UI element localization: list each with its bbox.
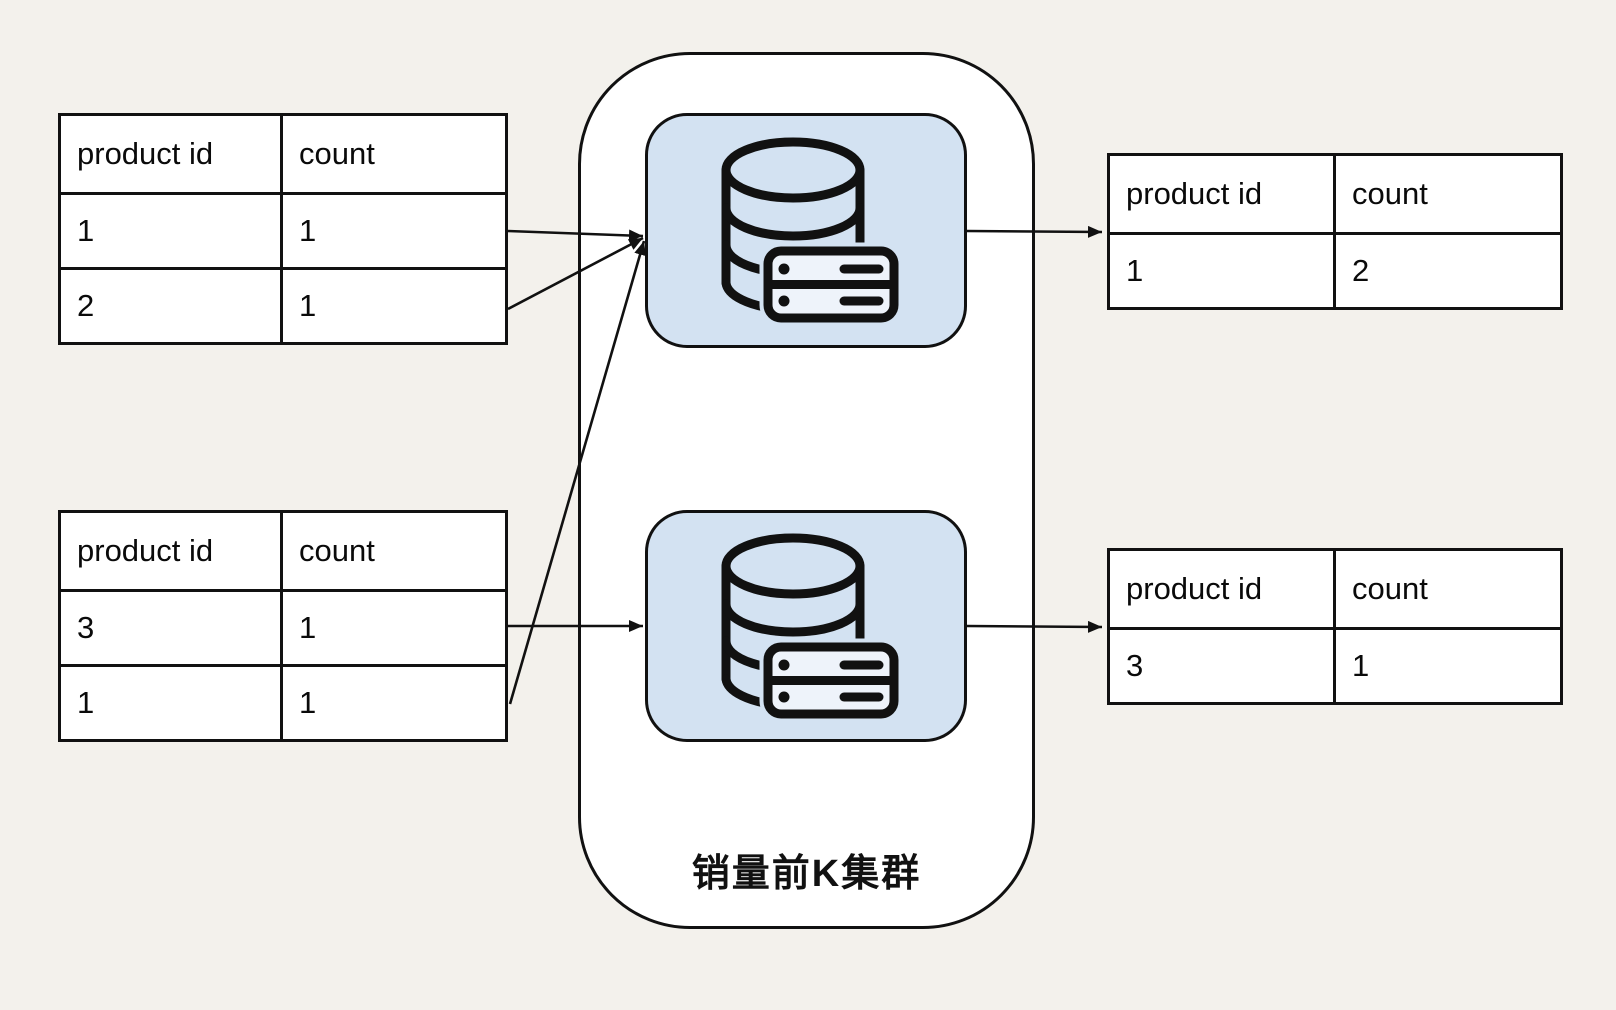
header-cell-product-id: product id bbox=[1110, 156, 1336, 232]
table-row: 1 1 bbox=[61, 664, 505, 739]
cell-count: 1 bbox=[299, 288, 317, 323]
cell-product-id: 3 bbox=[1110, 630, 1336, 702]
top-db-node bbox=[645, 113, 967, 348]
output-table-bottom: product id count 3 1 bbox=[1107, 548, 1563, 705]
table-row: 1 1 bbox=[61, 192, 505, 267]
header-cell-product-id: product id bbox=[61, 116, 283, 192]
cell-product-id: 1 bbox=[61, 667, 283, 739]
header-cell-product-id: product id bbox=[61, 513, 283, 589]
output-table-top: product id count 1 2 bbox=[1107, 153, 1563, 310]
header-cell-count: count bbox=[299, 533, 375, 568]
cell-count: 1 bbox=[299, 213, 317, 248]
cell-count: 1 bbox=[299, 610, 317, 645]
header-cell-count: count bbox=[1352, 571, 1428, 606]
table-header-row: product id count bbox=[1110, 551, 1560, 627]
cell-product-id: 1 bbox=[61, 195, 283, 267]
table-header-row: product id count bbox=[61, 513, 505, 589]
table-row: 1 2 bbox=[1110, 232, 1560, 307]
database-server-icon bbox=[721, 533, 903, 722]
input-table-top: product id count 1 1 2 1 bbox=[58, 113, 508, 345]
header-cell-count: count bbox=[299, 136, 375, 171]
cell-count: 2 bbox=[1352, 253, 1370, 288]
database-server-icon bbox=[721, 137, 903, 327]
table-row: 3 1 bbox=[61, 589, 505, 664]
input-table-bottom: product id count 3 1 1 1 bbox=[58, 510, 508, 742]
header-cell-count: count bbox=[1352, 176, 1428, 211]
cluster-container: 销量前K集群 bbox=[578, 52, 1035, 929]
cell-product-id: 3 bbox=[61, 592, 283, 664]
table-header-row: product id count bbox=[1110, 156, 1560, 232]
table-row: 2 1 bbox=[61, 267, 505, 342]
cell-product-id: 2 bbox=[61, 270, 283, 342]
table-header-row: product id count bbox=[61, 116, 505, 192]
bottom-db-node bbox=[645, 510, 967, 742]
table-row: 3 1 bbox=[1110, 627, 1560, 702]
cell-count: 1 bbox=[1352, 648, 1370, 683]
header-cell-product-id: product id bbox=[1110, 551, 1336, 627]
cell-count: 1 bbox=[299, 685, 317, 720]
cluster-label: 销量前K集群 bbox=[691, 853, 922, 895]
cell-product-id: 1 bbox=[1110, 235, 1336, 307]
